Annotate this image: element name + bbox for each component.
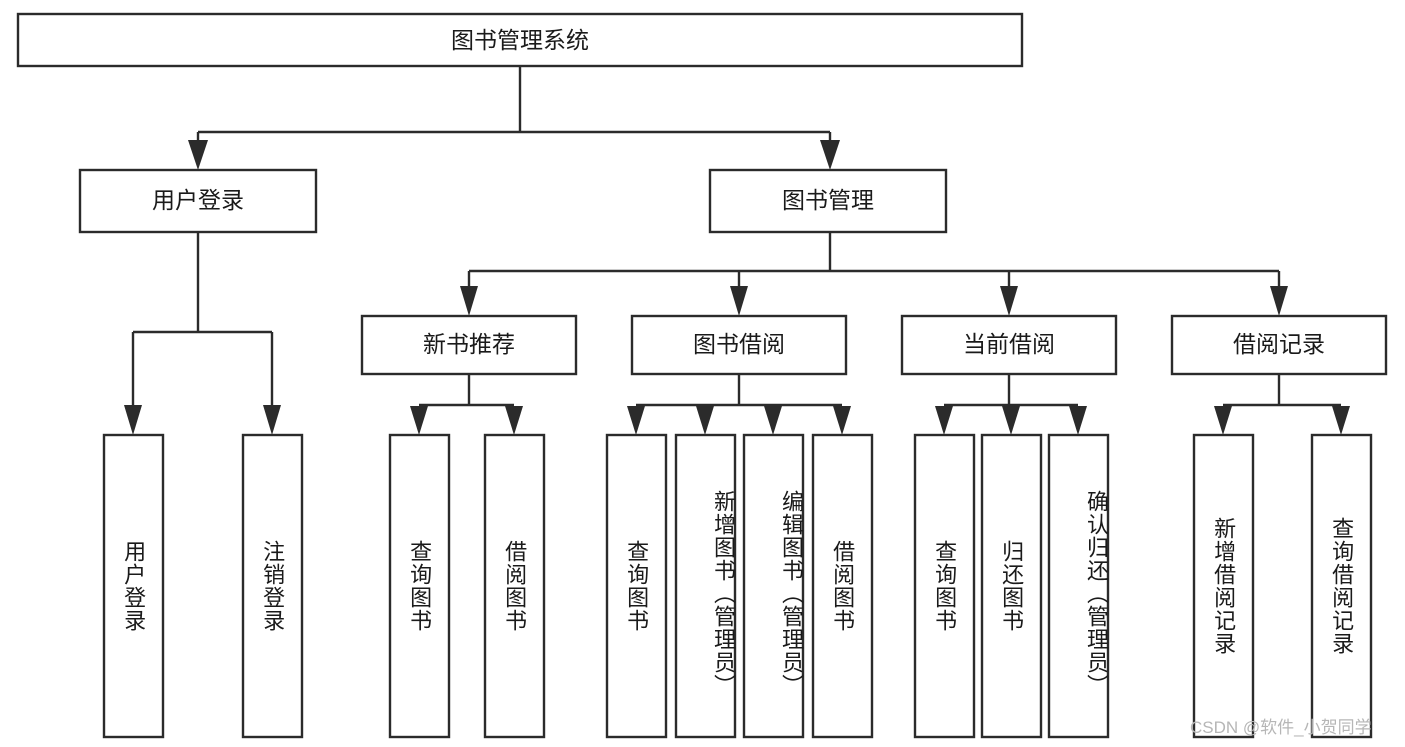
node-label-book-management: 图书管理 (782, 187, 874, 213)
arrowhead-bb-add-book (696, 406, 714, 435)
node-box-user-login-leaf[interactable] (102, 433, 165, 739)
node-box-nbr-borrow-book[interactable] (483, 433, 546, 739)
arrowhead-user-logout-leaf (263, 405, 281, 435)
arrowhead-cb-query-book (935, 406, 953, 435)
connectors-layer (124, 66, 1350, 435)
node-box-borrow-records[interactable] (1170, 314, 1388, 376)
arrowhead-borrow-records (1270, 286, 1288, 316)
nodes-layer: 图书管理系统 用户登录 图书管理 新书推荐 图书借阅 当前借阅 借阅记录 (16, 12, 1388, 739)
node-label-new-book-recommend: 新书推荐 (423, 331, 515, 357)
node-label-user-login: 用户登录 (152, 187, 244, 213)
node-box-root[interactable] (16, 12, 1024, 68)
arrowhead-user-login-leaf (124, 405, 142, 435)
node-box-new-book-recommend[interactable] (360, 314, 578, 376)
node-box-current-borrow[interactable] (900, 314, 1118, 376)
node-box-br-query-record[interactable] (1310, 433, 1373, 739)
arrowhead-new-book-recommend (460, 286, 478, 316)
node-box-br-add-record[interactable] (1192, 433, 1255, 739)
node-label-book-borrow: 图书借阅 (693, 331, 785, 357)
node-box-user-logout-leaf[interactable] (241, 433, 304, 739)
arrowhead-cb-return-book (1002, 406, 1020, 435)
arrowhead-nbr-borrow-book (505, 406, 523, 435)
node-box-cb-query-book[interactable] (913, 433, 976, 739)
arrowhead-book-management (820, 140, 840, 170)
arrowhead-bb-edit-book (764, 406, 782, 435)
arrowhead-current-borrow (1000, 286, 1018, 316)
node-label-root: 图书管理系统 (451, 27, 589, 53)
node-box-bb-borrow-book[interactable] (811, 433, 874, 739)
arrowhead-br-query-record (1332, 406, 1350, 435)
node-box-book-borrow[interactable] (630, 314, 848, 376)
arrowhead-cb-confirm-return (1069, 406, 1087, 435)
node-box-cb-confirm-return[interactable] (1047, 433, 1110, 739)
watermark-text: CSDN @软件_小贺同学 (1190, 718, 1372, 737)
arrowhead-bb-query-book (627, 406, 645, 435)
arrowhead-bb-borrow-book (833, 406, 851, 435)
node-box-cb-return-book[interactable] (980, 433, 1043, 739)
node-box-bb-edit-book[interactable] (742, 433, 805, 739)
arrowhead-user-login (188, 140, 208, 170)
node-label-borrow-records: 借阅记录 (1233, 331, 1325, 357)
node-box-book-management[interactable] (708, 168, 948, 234)
arrowhead-nbr-query-book (410, 406, 428, 435)
node-box-bb-query-book[interactable] (605, 433, 668, 739)
node-box-bb-add-book[interactable] (674, 433, 737, 739)
node-box-nbr-query-book[interactable] (388, 433, 451, 739)
arrowhead-br-add-record (1214, 406, 1232, 435)
node-label-current-borrow: 当前借阅 (963, 331, 1055, 357)
arrowhead-book-borrow (730, 286, 748, 316)
node-box-user-login[interactable] (78, 168, 318, 234)
